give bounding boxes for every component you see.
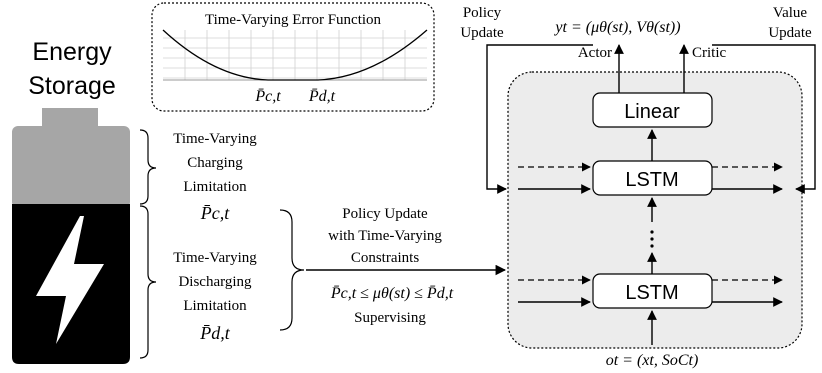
charging-limit-symbol: P̄c,t <box>200 203 230 223</box>
ellipsis-dot <box>650 237 654 241</box>
discharging-limit-line1: Time-Varying <box>173 250 257 266</box>
linear-layer-label: Linear <box>624 101 680 123</box>
critic-label: Critic <box>692 45 727 61</box>
value-update-label-line2: Update <box>768 25 812 41</box>
ellipsis-dot <box>650 244 654 248</box>
constraints-brace <box>279 209 305 331</box>
discharging-limit-line2: Discharging <box>178 274 252 290</box>
error-label-discharge: P̄d,t <box>308 88 336 105</box>
value-update-loop <box>712 44 816 194</box>
charging-limit-line1: Time-Varying <box>173 131 257 147</box>
policy-update-label-line1: Policy <box>463 5 502 21</box>
discharging-limit-brace <box>139 205 157 359</box>
value-update-label-line1: Value <box>773 5 807 21</box>
charging-limit-brace <box>139 129 157 205</box>
lstm-top-label: LSTM <box>625 169 678 191</box>
lightning-bolt-icon <box>36 216 104 344</box>
policy-line1: Policy Update <box>342 206 428 222</box>
charging-limit-line3: Limitation <box>183 179 247 195</box>
battery-title-line2: Storage <box>28 72 116 100</box>
discharging-limit-symbol: P̄d,t <box>199 323 230 343</box>
error-function-title: Time-Varying Error Function <box>205 12 382 28</box>
ellipsis-dot <box>650 230 654 234</box>
output-equation: yt = (μθ(st), Vθ(st)) <box>553 19 680 36</box>
battery-terminal <box>42 108 98 128</box>
actor-label: Actor <box>578 45 612 61</box>
policy-line3: Constraints <box>351 250 419 266</box>
policy-supervising: Supervising <box>354 310 426 326</box>
policy-update-loop <box>486 44 593 194</box>
policy-update-text: Policy Update with Time-Varying Constrai… <box>328 206 454 326</box>
linear-layer-box <box>592 92 713 128</box>
policy-inequality: P̄c,t ≤ μθ(st) ≤ P̄d,t <box>330 285 454 302</box>
policy-line2: with Time-Varying <box>328 228 442 244</box>
error-function-panel: Time-Varying Error Function P̄c,t P̄d,t <box>151 2 435 112</box>
lstm-bottom-label: LSTM <box>625 282 678 304</box>
discharging-limit-text: Time-Varying Discharging Limitation P̄d,… <box>173 250 257 343</box>
error-function-curve <box>162 29 428 81</box>
charging-limit-line2: Charging <box>187 155 243 171</box>
error-function-grid <box>163 30 427 80</box>
battery-empty-part <box>12 126 130 208</box>
discharging-limit-line3: Limitation <box>183 298 247 314</box>
battery-group: Energy Storage <box>12 38 130 364</box>
battery-title-line1: Energy <box>32 38 112 66</box>
policy-update-label-line2: Update <box>460 25 504 41</box>
network-frame <box>507 71 803 349</box>
charging-limit-text: Time-Varying Charging Limitation P̄c,t <box>173 131 257 223</box>
network-panel: yt = (μθ(st), Vθ(st)) Linear LSTM LSTM o… <box>460 5 816 369</box>
error-function-frame <box>151 2 435 112</box>
input-equation: ot = (xt, SoCt) <box>606 352 699 369</box>
error-label-charge: P̄c,t <box>254 88 281 105</box>
